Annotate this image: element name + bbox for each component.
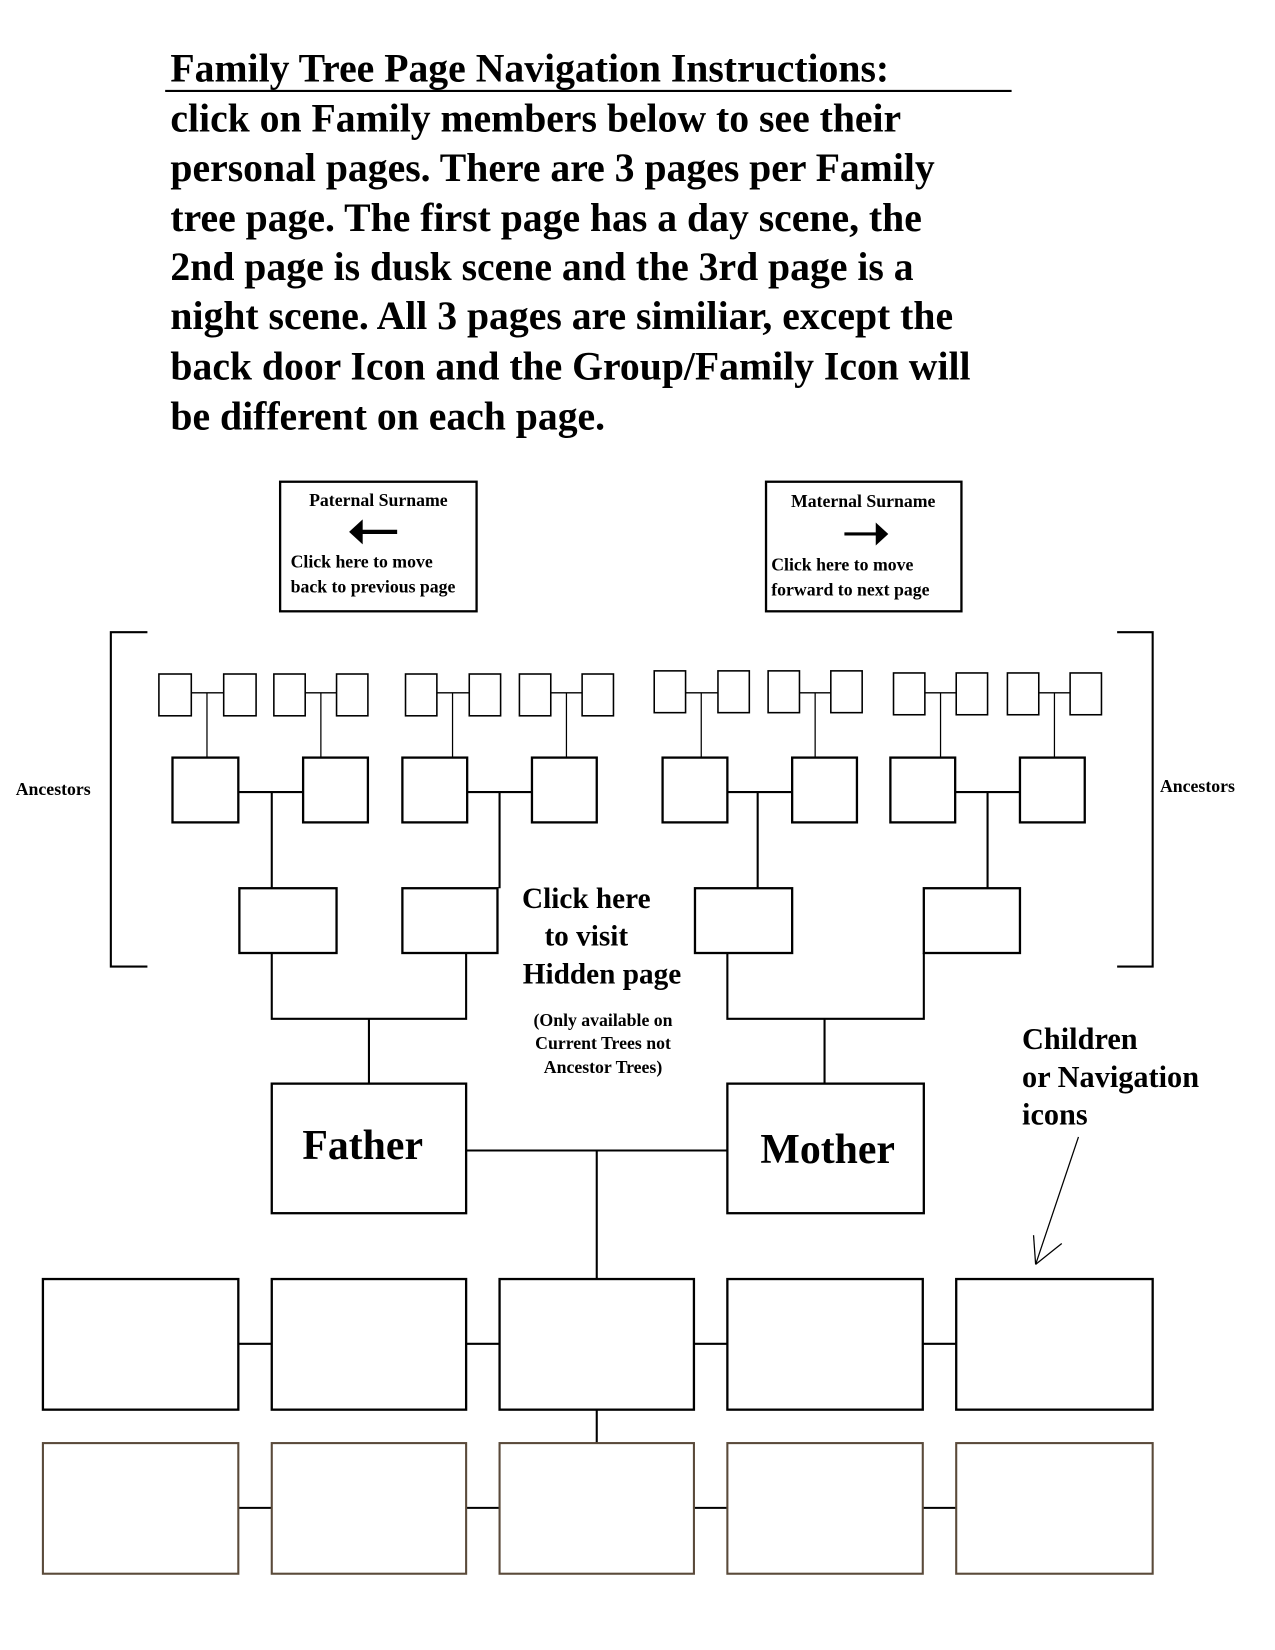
child-box[interactable] xyxy=(270,1277,468,1411)
instructions-line: 2nd page is dusk scene and the 3rd page … xyxy=(170,245,913,289)
father-label: Father xyxy=(302,1123,423,1169)
great-grandparent-box[interactable] xyxy=(404,673,438,717)
ancestor-box[interactable] xyxy=(530,756,598,824)
arrow-left-icon xyxy=(349,519,398,545)
great-grandparents-row xyxy=(158,670,1103,758)
maternal-surname-button[interactable]: Maternal Surname Click here to move forw… xyxy=(764,480,963,613)
ancestors-label-left: Ancestors xyxy=(16,779,91,799)
hidden-line: to visit xyxy=(544,921,628,953)
ancestor-box[interactable] xyxy=(791,756,859,824)
mother-box[interactable]: Mother xyxy=(726,1082,925,1215)
child-box[interactable] xyxy=(270,1442,468,1575)
hidden-line: Hidden page xyxy=(523,958,681,990)
ancestor-box[interactable] xyxy=(401,756,469,824)
instructions: Family Tree Page Navigation Instructions… xyxy=(165,47,1012,438)
ancestor-box[interactable] xyxy=(1018,756,1086,824)
left-bracket xyxy=(109,631,148,968)
child-box[interactable] xyxy=(726,1277,924,1411)
hidden-note: (Only available on xyxy=(533,1010,672,1030)
hidden-page-link[interactable]: Click here to visit Hidden page xyxy=(522,883,681,990)
instructions-line: be different on each page. xyxy=(170,394,605,438)
great-grandparent-box[interactable] xyxy=(1006,672,1040,716)
grandparent-box[interactable] xyxy=(238,887,338,955)
ancestor-box[interactable] xyxy=(301,756,370,824)
grandparent-box[interactable] xyxy=(401,887,499,955)
great-grandparent-box[interactable] xyxy=(653,670,687,714)
instructions-line: night scene. All 3 pages are similiar, e… xyxy=(170,294,953,338)
arrow-right-icon xyxy=(844,522,889,546)
great-grandparent-box[interactable] xyxy=(717,670,751,714)
great-grandparent-box[interactable] xyxy=(892,672,926,716)
child-box[interactable] xyxy=(498,1442,695,1575)
paternal-title: Paternal Surname xyxy=(309,490,448,510)
ancestor-box[interactable] xyxy=(171,756,240,824)
mother-label: Mother xyxy=(760,1127,895,1173)
grandparent-box[interactable] xyxy=(693,887,794,955)
grandparents-row xyxy=(238,887,1022,1084)
great-grandparent-box[interactable] xyxy=(955,672,989,716)
navigation-icon-box[interactable] xyxy=(955,1442,1154,1575)
ancestor-row-2 xyxy=(171,756,1086,889)
ancestor-box[interactable] xyxy=(661,756,729,824)
child-box[interactable] xyxy=(498,1277,696,1411)
paternal-line: back to previous page xyxy=(291,576,456,596)
instructions-line: back door Icon and the Group/Family Icon… xyxy=(170,344,970,388)
great-grandparent-box[interactable] xyxy=(518,673,552,717)
hidden-note: Ancestor Trees) xyxy=(544,1057,663,1077)
paternal-line: Click here to move xyxy=(291,551,433,571)
maternal-title: Maternal Surname xyxy=(791,491,936,511)
great-grandparent-box[interactable] xyxy=(158,673,193,717)
great-grandparent-box[interactable] xyxy=(1069,672,1103,716)
children-note: icons xyxy=(1022,1097,1088,1131)
children-note: Children xyxy=(1022,1022,1138,1056)
instructions-line: click on Family members below to see the… xyxy=(170,97,901,141)
navigation-icon-box[interactable] xyxy=(955,1277,1154,1411)
instructions-title: Family Tree Page Navigation Instructions… xyxy=(170,47,889,91)
paternal-surname-button[interactable]: Paternal Surname Click here to move back… xyxy=(278,480,478,613)
child-box[interactable] xyxy=(41,1277,240,1411)
great-grandparent-box[interactable] xyxy=(222,673,257,717)
ancestors-label-right: Ancestors xyxy=(1160,776,1235,796)
great-grandparent-box[interactable] xyxy=(830,670,863,714)
child-box[interactable] xyxy=(41,1442,240,1575)
right-bracket xyxy=(1117,631,1154,968)
great-grandparent-box[interactable] xyxy=(335,673,369,717)
maternal-line: forward to next page xyxy=(771,580,929,600)
instructions-line: tree page. The first page has a day scen… xyxy=(170,196,921,240)
great-grandparent-box[interactable] xyxy=(581,673,615,717)
child-box[interactable] xyxy=(726,1442,924,1575)
children-note: or Navigation xyxy=(1022,1060,1199,1094)
grandparent-box[interactable] xyxy=(922,887,1022,955)
hidden-line: Click here xyxy=(522,883,651,915)
great-grandparent-box[interactable] xyxy=(767,670,801,714)
arrow-down-icon xyxy=(1032,1136,1080,1265)
ancestor-box[interactable] xyxy=(889,756,957,824)
maternal-line: Click here to move xyxy=(771,555,913,575)
father-box[interactable]: Father xyxy=(270,1082,468,1215)
instructions-line: personal pages. There are 3 pages per Fa… xyxy=(170,146,934,190)
children-row-1 xyxy=(41,1277,1154,1444)
hidden-note: Current Trees not xyxy=(535,1033,671,1053)
great-grandparent-box[interactable] xyxy=(468,673,502,717)
children-row-2 xyxy=(41,1442,1154,1575)
great-grandparent-box[interactable] xyxy=(273,673,306,717)
